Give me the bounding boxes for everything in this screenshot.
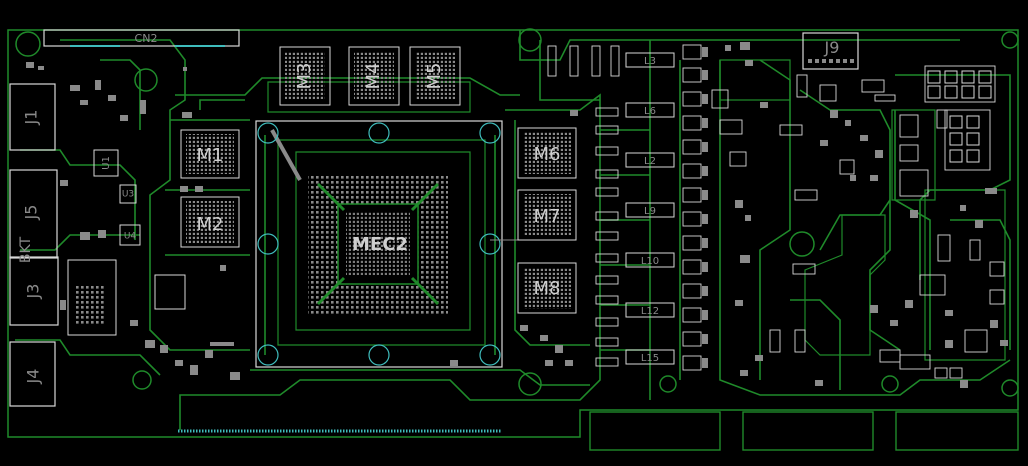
mounting-holes [15, 28, 1019, 397]
label-m1: M1 [197, 145, 224, 166]
label-l6: L6 [644, 106, 656, 117]
label-m3: M3 [294, 63, 315, 90]
copper-traces [15, 30, 1011, 430]
gpu-label: MEC2 [352, 234, 408, 255]
label-l12: L12 [641, 306, 659, 317]
mosfet-column [682, 44, 702, 371]
gpu-silkscreen [255, 120, 503, 368]
label-m2: M2 [197, 214, 224, 235]
label-m8: M8 [534, 278, 561, 299]
top-capacitors [547, 45, 620, 77]
gpu-vias [257, 122, 501, 366]
label-u4: U4 [124, 232, 137, 242]
connector-j4 [9, 341, 56, 407]
connector-j9 [802, 32, 859, 70]
label-bkt: BKT [18, 236, 34, 263]
label-u1: U1 [101, 156, 112, 170]
j9-pins [808, 59, 854, 63]
gpu-core-pads [346, 212, 410, 276]
label-cn2: CN2 [135, 32, 158, 45]
io-connectors [9, 29, 859, 407]
label-j4: J4 [24, 369, 43, 385]
left-small-ics [67, 149, 186, 336]
board-outline [7, 29, 1019, 438]
memory-pads [186, 52, 571, 309]
vrm-inductors [625, 52, 675, 365]
label-l3a: L3 [644, 56, 656, 67]
gpu-corner-traces [270, 129, 440, 306]
label-j5: J5 [22, 205, 41, 221]
label-m6: M6 [534, 144, 561, 165]
j13-header-pins [927, 70, 992, 163]
label-j3: J3 [24, 284, 43, 300]
label-l10: L10 [641, 256, 659, 267]
label-j1: J1 [22, 110, 41, 126]
label-m5: M5 [424, 63, 445, 90]
memory-chips [180, 46, 577, 314]
cn2-pins [70, 45, 225, 47]
connector-j5 [9, 169, 58, 259]
label-l9: L9 [644, 206, 656, 217]
label-j9: J9 [824, 38, 840, 57]
capacitor-column [595, 107, 619, 367]
label-u3: U3 [122, 190, 134, 200]
label-m7: M7 [534, 206, 561, 227]
label-m4: M4 [363, 63, 384, 90]
bga-pads-small [76, 285, 106, 325]
copper-pours [267, 59, 1006, 361]
right-components [711, 65, 1005, 379]
connector-cn2 [43, 29, 240, 47]
label-l2: L2 [644, 156, 656, 167]
connector-j3 [9, 256, 59, 326]
connector-j1 [9, 83, 56, 151]
smd-pads [26, 42, 1008, 388]
label-l15: L15 [641, 353, 659, 364]
mosfet-pads [702, 47, 708, 368]
bottom-pads [589, 411, 1019, 451]
